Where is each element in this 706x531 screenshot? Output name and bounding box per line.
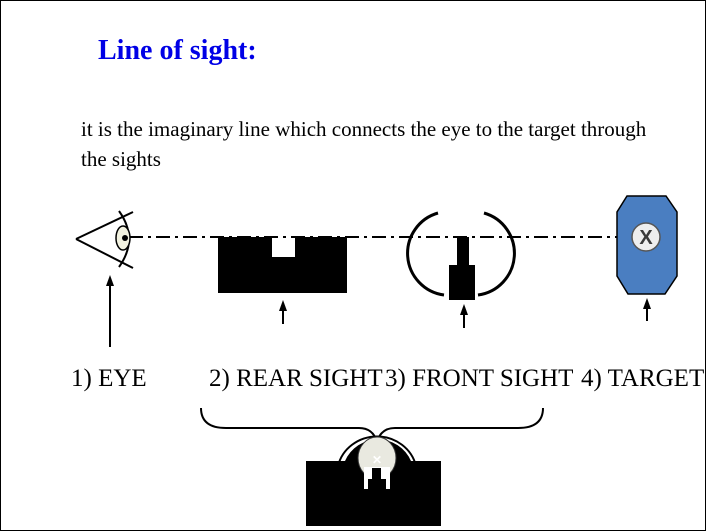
label-target: 4) TARGET bbox=[581, 365, 704, 392]
slide-title: Line of sight: bbox=[98, 35, 257, 66]
rear-sight-arrow bbox=[279, 300, 287, 324]
target-arrow bbox=[643, 298, 651, 321]
svg-text:✕: ✕ bbox=[372, 453, 382, 467]
target-icon: X bbox=[616, 195, 678, 295]
eye-icon bbox=[75, 210, 134, 269]
front-sight-arrow bbox=[460, 304, 468, 328]
front-sight-icon bbox=[406, 211, 516, 300]
label-front-sight: 3) FRONT SIGHT bbox=[385, 365, 573, 392]
target-mark: X bbox=[639, 227, 653, 249]
label-rear-sight: 2) REAR SIGHT bbox=[209, 365, 383, 392]
definition-text: it is the imaginary line which connects … bbox=[81, 117, 647, 171]
label-eye: 1) EYE bbox=[71, 365, 147, 392]
sight-alignment-icon: ✕ bbox=[306, 435, 441, 526]
eye-arrow bbox=[106, 275, 114, 347]
rear-sight-icon bbox=[218, 237, 347, 293]
